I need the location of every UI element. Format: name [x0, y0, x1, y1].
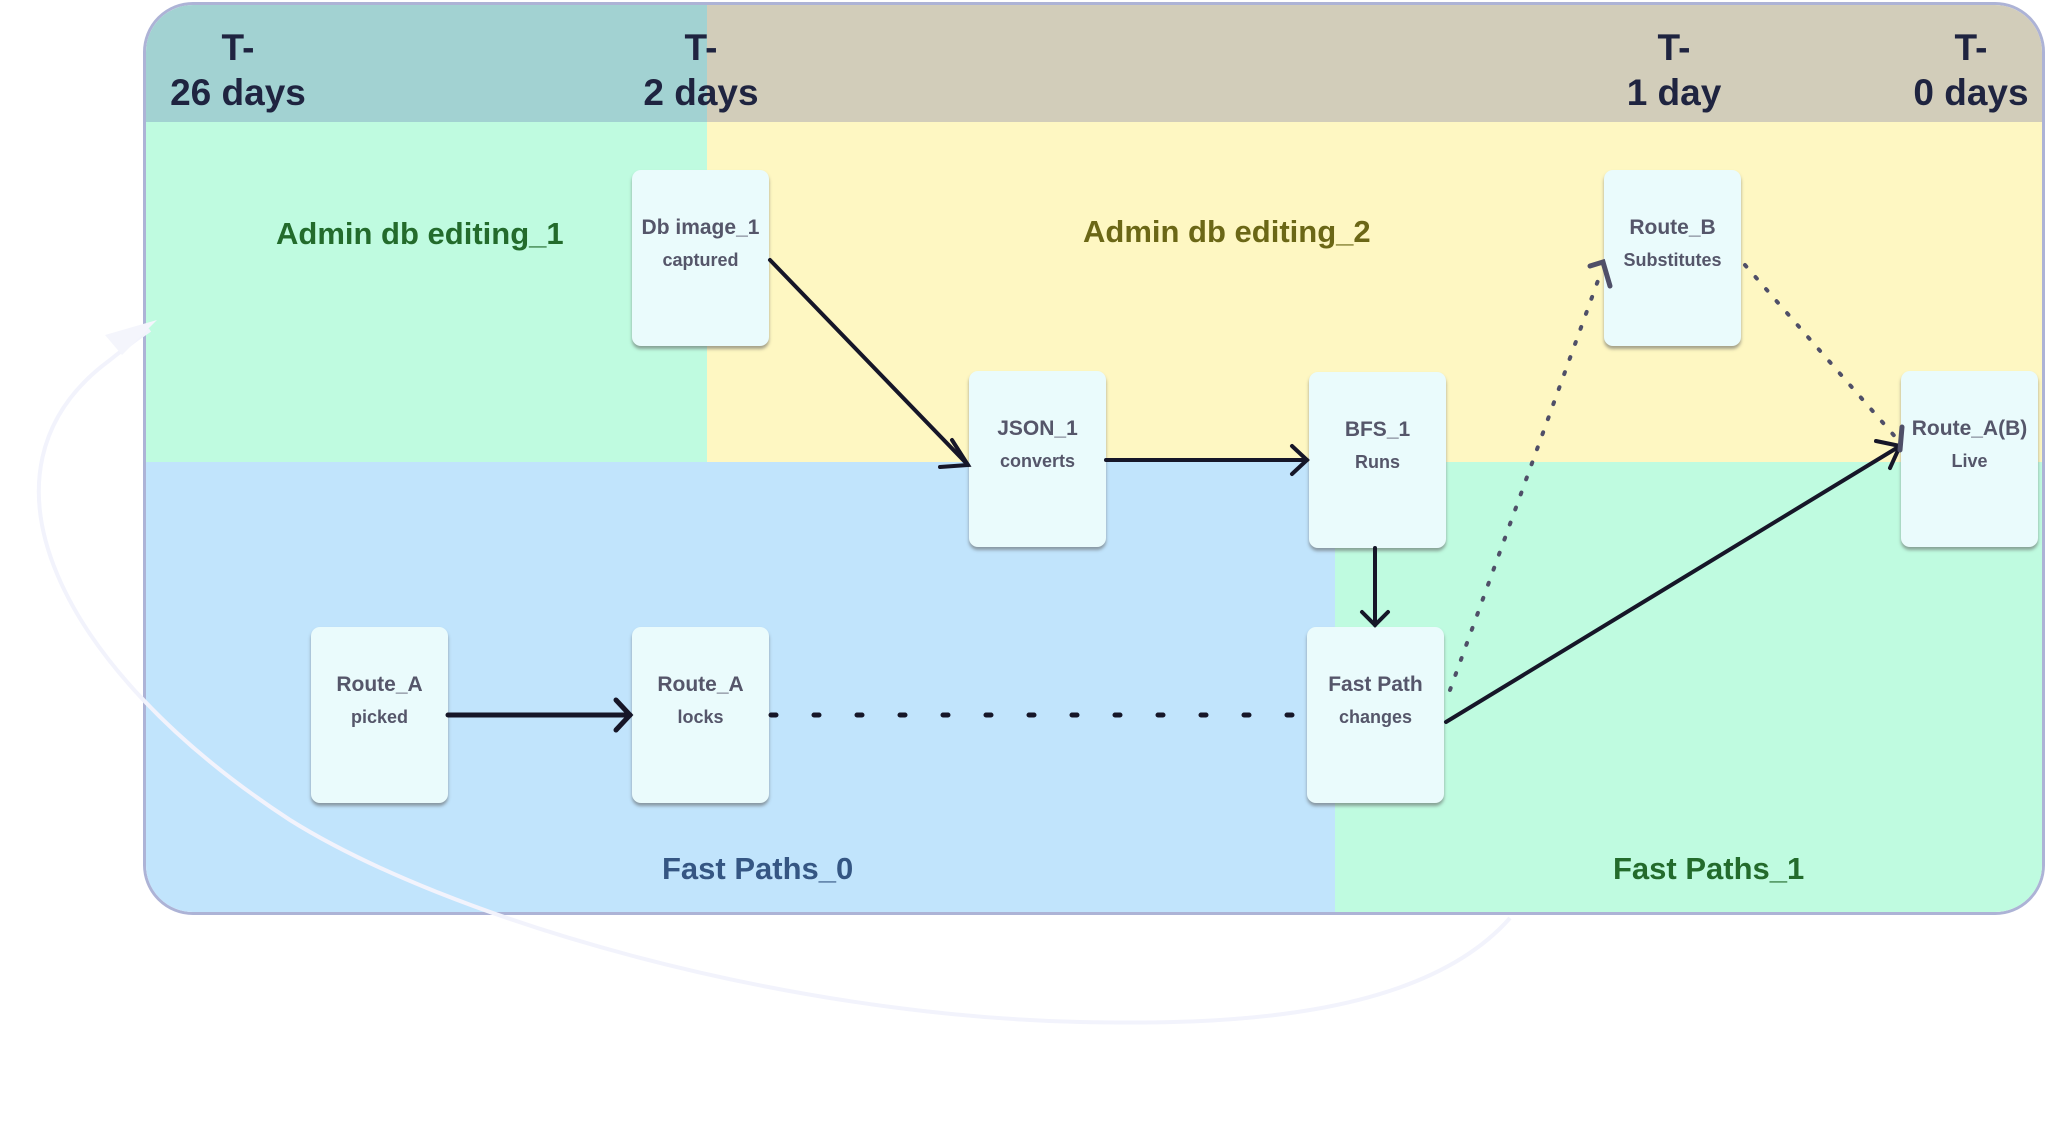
tick-label: 1 day — [1626, 72, 1722, 113]
region-label-admin-2: Admin db editing_2 — [1083, 214, 1371, 249]
tick-t-2-days: T- 2 days — [626, 25, 776, 115]
node-json-1[interactable]: JSON_1 converts — [969, 371, 1106, 547]
node-subtitle: converts — [999, 451, 1076, 471]
tick-label: 0 days — [1913, 72, 2029, 113]
node-subtitle: Runs — [1355, 452, 1400, 472]
tick-prefix: T- — [1954, 27, 1988, 68]
node-subtitle: captured — [662, 250, 739, 270]
node-subtitle: Live — [1951, 451, 1988, 471]
tick-prefix: T- — [684, 27, 718, 68]
tick-t-0-days: T- 0 days — [1896, 25, 2042, 115]
node-db-image-1[interactable]: Db image_1 captured — [632, 170, 769, 346]
node-route-a-locks[interactable]: Route_A locks — [632, 627, 769, 803]
node-subtitle: changes — [1338, 707, 1413, 727]
region-admin-db-editing-1 — [146, 122, 707, 462]
tick-prefix: T- — [1657, 27, 1691, 68]
tick-t-26-days: T- 26 days — [163, 25, 313, 115]
node-title: BFS_1 — [1344, 418, 1411, 441]
timeline-header-left — [146, 5, 707, 122]
node-title: Fast Path — [1328, 673, 1423, 696]
node-title: Route_A — [657, 673, 744, 696]
region-label-fast-paths-0: Fast Paths_0 — [662, 851, 854, 886]
region-label-fast-paths-1: Fast Paths_1 — [1613, 851, 1805, 886]
node-title: Route_A(B) — [1911, 417, 2028, 440]
node-route-a-b[interactable]: Route_A(B) Live — [1901, 371, 2038, 547]
node-bfs-1[interactable]: BFS_1 Runs — [1309, 372, 1446, 548]
node-title: Db image_1 — [641, 216, 760, 239]
region-label-admin-1: Admin db editing_1 — [276, 216, 564, 251]
tick-label: 26 days — [170, 72, 306, 113]
timeline-header-right — [707, 5, 2042, 122]
node-subtitle: picked — [350, 707, 409, 727]
tick-label: 2 days — [643, 72, 759, 113]
node-fast-path[interactable]: Fast Path changes — [1307, 627, 1444, 803]
node-title: Route_A — [336, 673, 423, 696]
node-route-b[interactable]: Route_B Substitutes — [1604, 170, 1741, 346]
node-route-a-picked[interactable]: Route_A picked — [311, 627, 448, 803]
node-title: JSON_1 — [997, 417, 1078, 440]
node-title: Route_B — [1629, 216, 1716, 239]
node-subtitle: locks — [677, 707, 724, 727]
node-subtitle: Substitutes — [1623, 250, 1722, 270]
tick-t-1-day: T- 1 day — [1599, 25, 1749, 115]
tick-prefix: T- — [221, 27, 255, 68]
